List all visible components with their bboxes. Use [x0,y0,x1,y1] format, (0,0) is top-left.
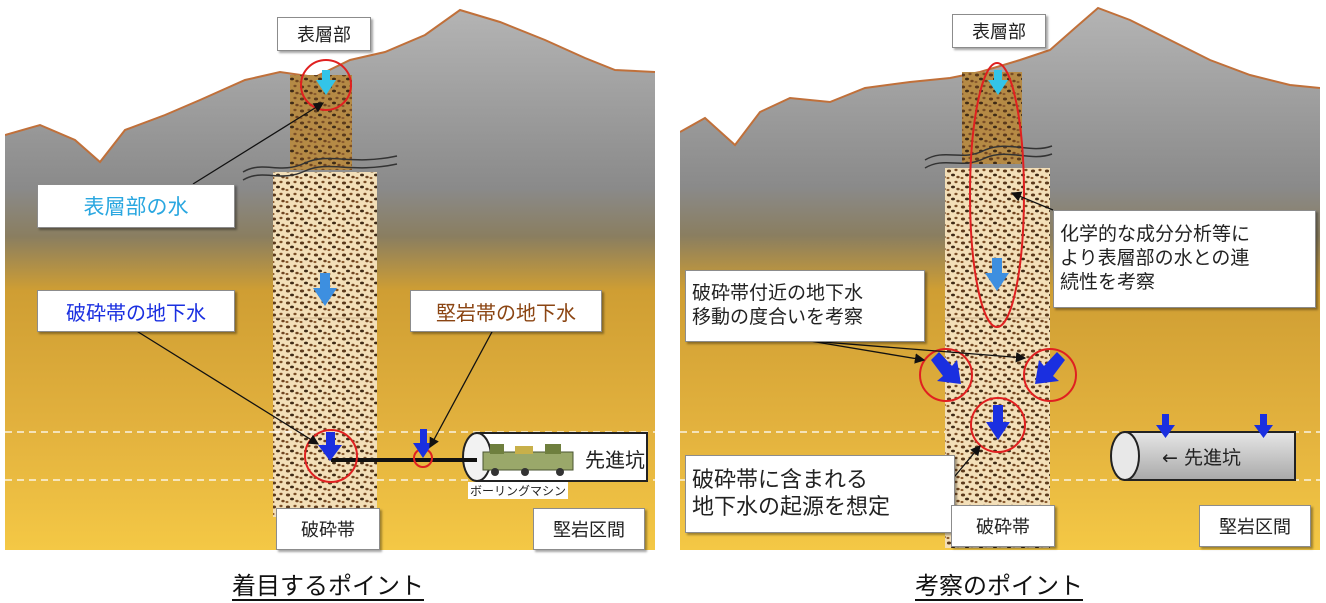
surface-water-arrow-icon [988,70,1008,95]
left-panel: 表層部 表層部の水 破砕帯の地下水 堅岩帯の地下水 先進坑 ボーリングマシン 破… [5,0,655,555]
leader-line [949,445,981,483]
ground-surface-line [680,6,1320,147]
right-inflow-circle [1023,348,1077,402]
fracture-column [945,168,1050,548]
fracture-zone-label: 破砕帯 [276,508,380,550]
leader-line [1010,191,1054,211]
fracture-zone-label: 破砕帯 [951,505,1055,547]
continuity-ellipse [969,62,1025,328]
tunnel-water-arrow-icon [1156,414,1175,438]
leader-line [809,340,1027,363]
chemical-analysis-label: 化学的な成分分析等に より表層部の水との連 続性を考察 [1053,210,1316,308]
fracture-column-top [290,75,352,170]
groundwater-movement-label: 破砕帯付近の地下水 移動の度合いを考察 [685,270,925,342]
left-caption: 着目するポイント [232,572,424,600]
left-inflow-circle [919,348,973,402]
fracture-groundwater-circle [304,429,358,483]
right-diagram [680,6,1320,550]
right-caption: 考察のポイント [915,572,1083,600]
tunnel-water-arrow-icon [1254,414,1273,438]
origin-arrow-icon [986,405,1010,440]
break-line [242,163,398,181]
pilot-tunnel-label: ← 先進坑 [1162,447,1241,469]
surface-label: 表層部 [952,14,1046,48]
surface-water-circle [300,59,352,111]
left-diagram [5,8,655,550]
surface-label: 表層部 [277,17,371,51]
fracture-groundwater-label: 破砕帯の地下水 [37,290,235,332]
boring-machine-icon [482,444,574,476]
surface-water-arrow-icon [316,70,336,95]
pilot-tunnel-label: 先進坑 [585,448,645,472]
groundwater-down-arrow-icon [313,273,337,306]
left-inflow-arrow-icon [931,352,961,384]
origin-circle [970,397,1026,453]
break-line [242,155,398,173]
fracture-column [273,172,377,517]
break-line [924,145,1053,161]
hardrock-water-arrow-icon [413,429,433,458]
leader-line [134,329,320,445]
boring-machine-label: ボーリングマシン [468,482,569,499]
origin-label: 破砕帯に含まれる 地下水の起源を想定 [685,455,955,533]
pilot-tunnel-face [1110,431,1140,481]
hardrock-section-label: 堅岩区間 [1199,505,1311,547]
groundwater-down-arrow-icon [985,258,1009,291]
right-inflow-arrow-icon [1035,352,1065,384]
leader-line [809,340,926,364]
break-line [924,153,1053,169]
leader-line [429,329,494,449]
hardrock-groundwater-label: 堅岩帯の地下水 [410,290,602,332]
leader-line [192,102,325,185]
right-panel: 表層部 化学的な成分分析等に より表層部の水との連 続性を考察 破砕帯付近の地下… [680,0,1320,555]
surface-water-label: 表層部の水 [37,184,235,228]
hardrock-section-label: 堅岩区間 [533,508,645,550]
fracture-water-arrow-icon [318,432,342,461]
